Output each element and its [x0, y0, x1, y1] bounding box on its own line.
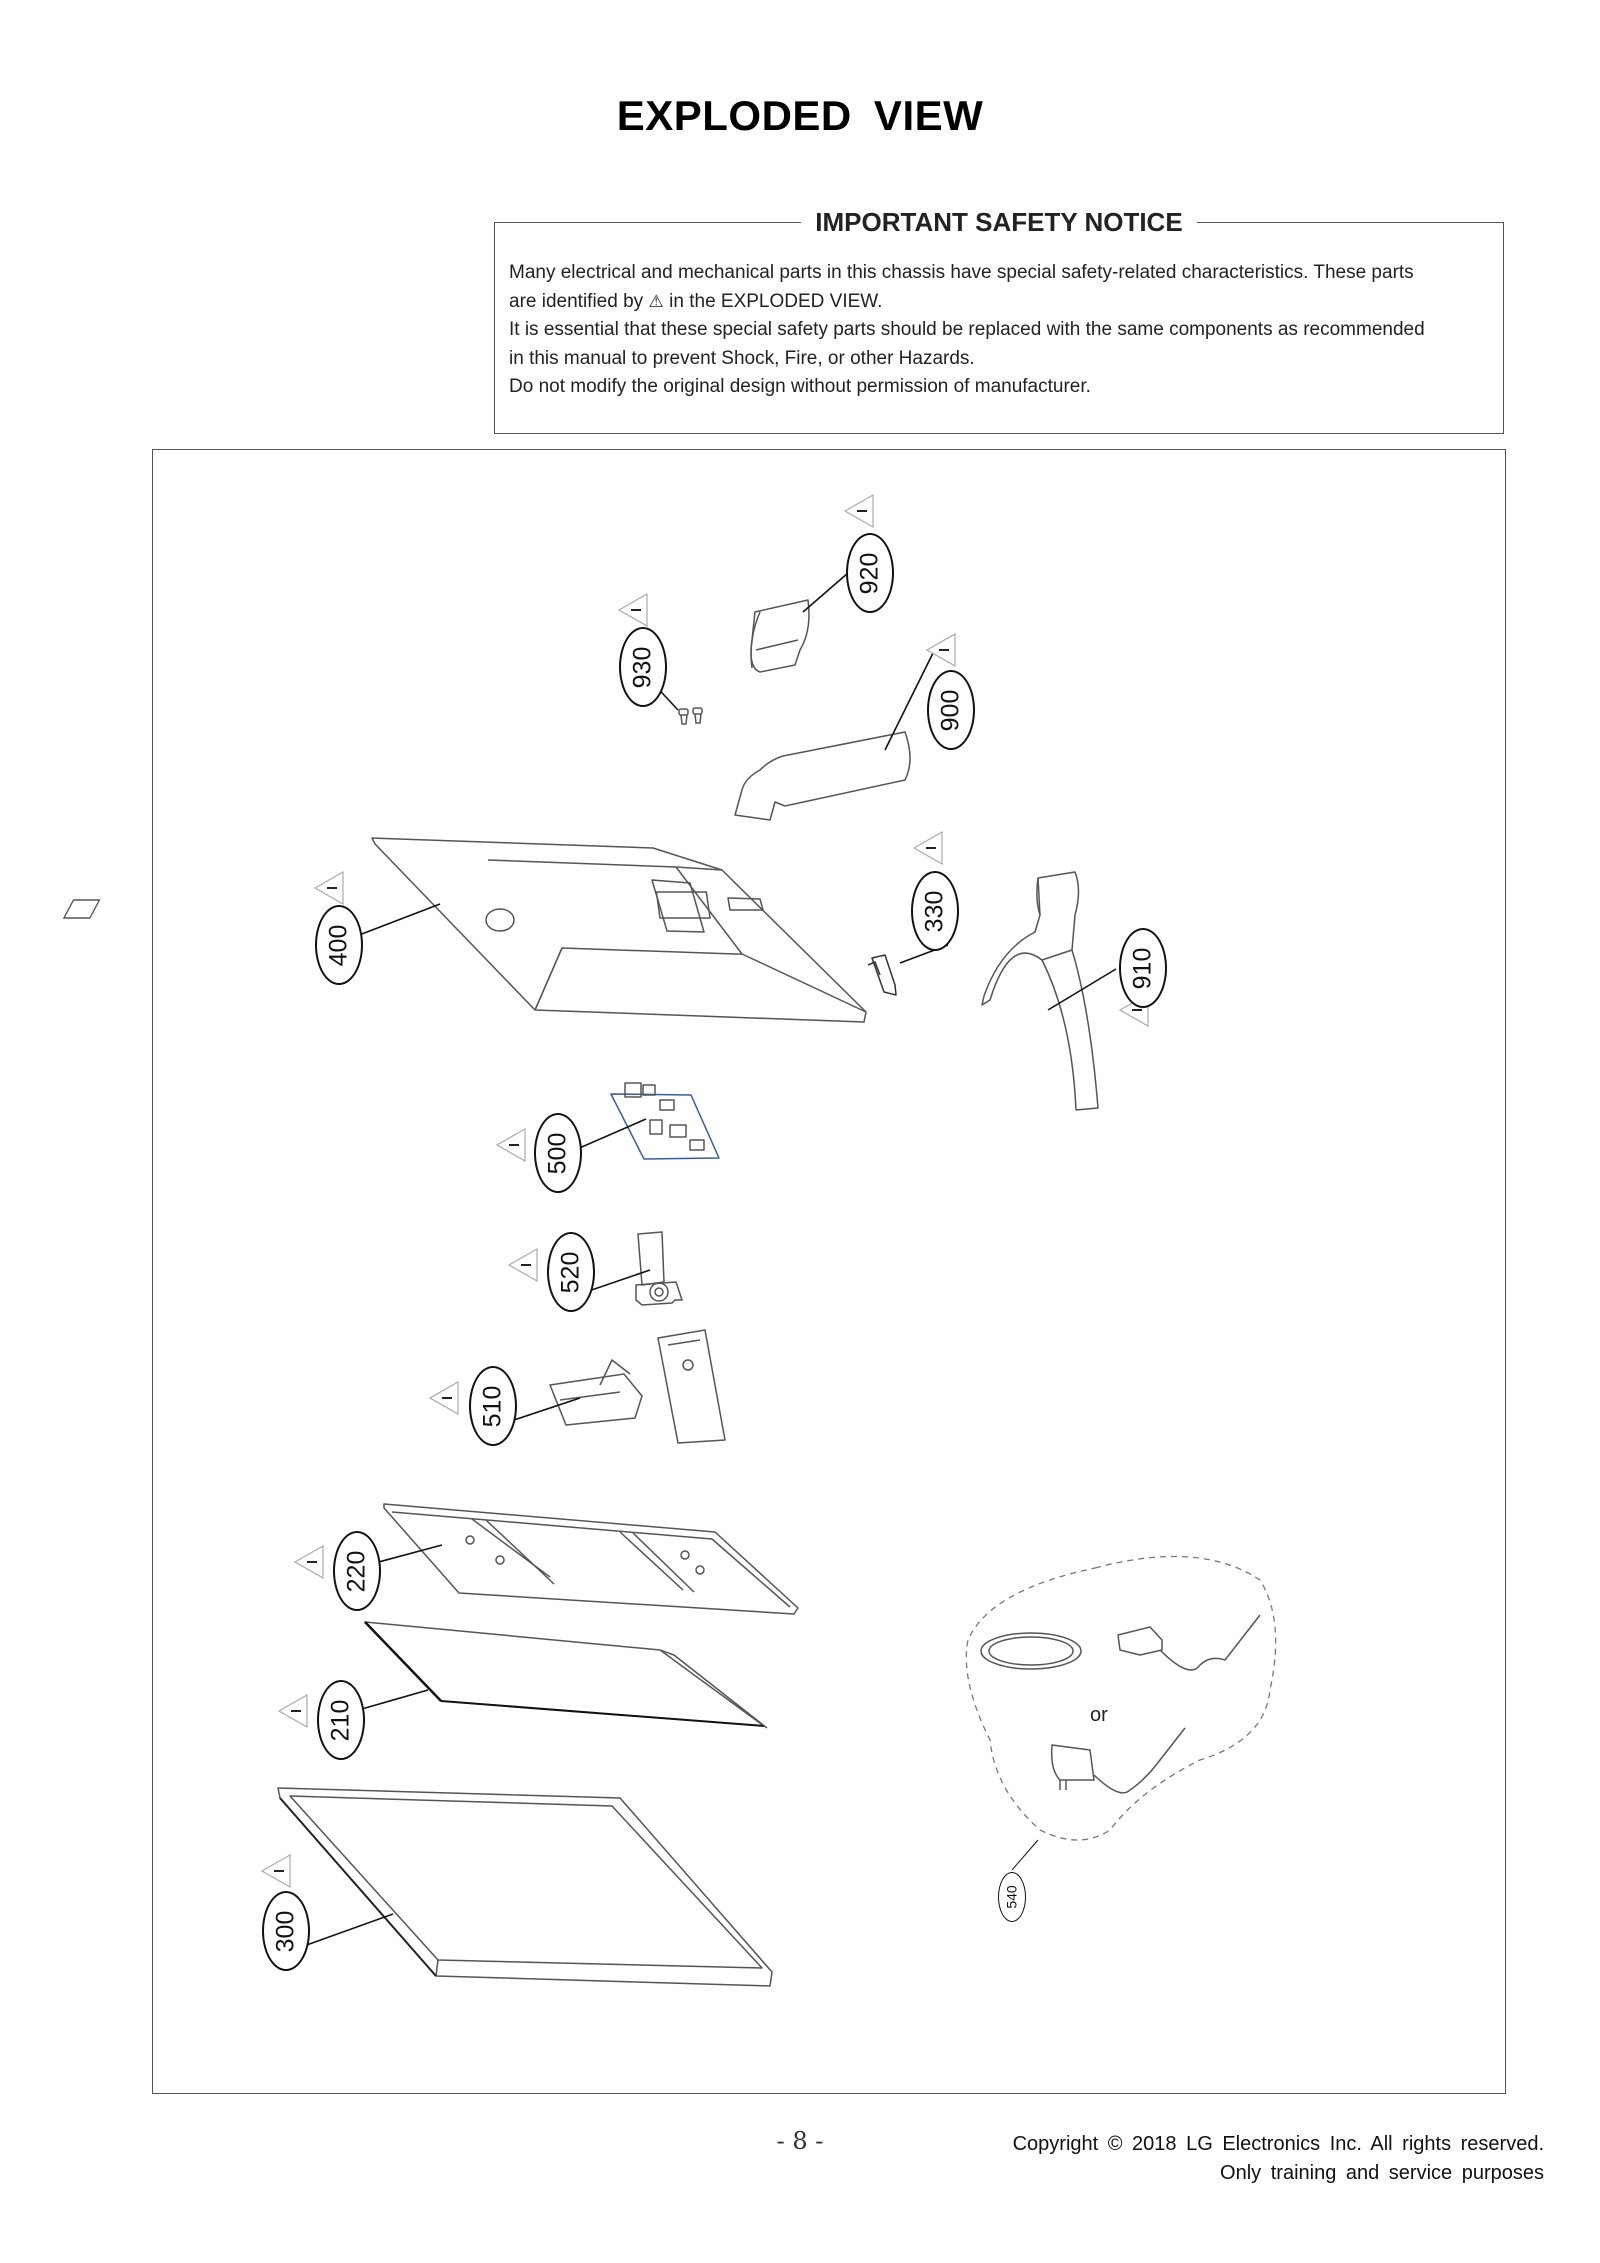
callout-920[interactable]: 920: [846, 533, 894, 613]
warning-triangle-icon-330: [912, 830, 943, 866]
callout-label: 900: [936, 689, 965, 731]
callout-label: 400: [324, 924, 353, 966]
part-220-drawing: [383, 1503, 799, 1615]
warning-triangle-icon-920: [843, 493, 874, 529]
callout-520[interactable]: 520: [547, 1232, 595, 1312]
callout-510[interactable]: 510: [469, 1366, 517, 1446]
part-910-drawing: [981, 871, 1099, 1111]
part-930-drawing: [678, 707, 703, 725]
copyright-line: Copyright © 2018 LG Electronics Inc. All…: [1012, 2133, 1544, 2155]
notice-line-2-before: are identified by: [509, 290, 644, 312]
callout-label: 510: [478, 1385, 507, 1427]
callout-500[interactable]: 500: [534, 1113, 582, 1193]
warning-triangle-icon-500: [495, 1127, 526, 1163]
part-520-drawing: [635, 1231, 683, 1306]
notice-line-5: Do not modify the original design withou…: [509, 376, 1091, 397]
notice-line-3: It is essential that these special safet…: [509, 319, 1425, 340]
callout-label: 330: [920, 890, 949, 932]
page-title: EXPLODED VIEW: [616, 92, 984, 139]
callout-label: 210: [326, 1699, 355, 1741]
exploded-diagram-frame: [152, 449, 1506, 2094]
callout-label: 220: [342, 1550, 371, 1592]
part-500-drawing: [610, 1082, 720, 1160]
warning-triangle-icon-520: [507, 1247, 538, 1283]
callout-900[interactable]: 900: [927, 670, 975, 750]
callout-label: 920: [855, 552, 884, 594]
part-510-drawing: [549, 1329, 726, 1444]
warning-triangle-icon-300: [260, 1853, 291, 1889]
part-900-drawing: [734, 731, 911, 821]
safety-notice-box: IMPORTANT SAFETY NOTICE Many electrical …: [494, 207, 1504, 434]
notice-line-4: in this manual to prevent Shock, Fire, o…: [509, 347, 975, 369]
safety-notice-title: IMPORTANT SAFETY NOTICE: [801, 207, 1197, 237]
notice-line-2: are identified by⚠in the EXPLODED VIEW.: [509, 288, 1489, 317]
callout-300[interactable]: 300: [262, 1891, 310, 1971]
notice-line-2-after: in the EXPLODED VIEW.: [669, 290, 883, 312]
callout-label: 300: [271, 1910, 300, 1952]
callout-930[interactable]: 930: [619, 627, 667, 707]
warning-triangle-icon-900: [925, 632, 956, 668]
part-920-drawing: [750, 599, 810, 673]
purpose-line: Only training and service purposes: [1220, 2162, 1544, 2184]
part-330-drawing: [867, 954, 897, 996]
page-number: - 8 -: [776, 2127, 824, 2155]
warning-triangle-icon-400: [313, 870, 344, 906]
alternative-or-label: or: [1090, 1704, 1108, 1726]
part-300-drawing: [277, 1787, 773, 1987]
notice-line-1: Many electrical and mechanical parts in …: [509, 262, 1414, 283]
warning-triangle-icon-510: [428, 1380, 459, 1416]
callout-540[interactable]: 540: [998, 1872, 1026, 1922]
callout-330[interactable]: 330: [911, 871, 959, 951]
callout-label: 910: [1128, 947, 1157, 989]
callout-400[interactable]: 400: [315, 905, 363, 985]
callout-label: 520: [556, 1251, 585, 1293]
part-210-drawing: [364, 1621, 768, 1729]
warning-triangle-icon: ⚠: [648, 291, 664, 311]
part-540-drawing: [965, 1555, 1277, 1871]
callout-label: 500: [543, 1132, 572, 1174]
callout-220[interactable]: 220: [333, 1531, 381, 1611]
callout-label: 930: [628, 646, 657, 688]
warning-triangle-icon-220: [293, 1544, 324, 1580]
warning-triangle-icon-210: [277, 1693, 308, 1729]
part-400-drawing: [63, 837, 867, 1023]
callout-210[interactable]: 210: [317, 1680, 365, 1760]
warning-triangle-icon-930: [617, 592, 648, 628]
footer-copyright: Copyright © 2018 LG Electronics Inc. All…: [1013, 2130, 1544, 2188]
callout-910[interactable]: 910: [1119, 928, 1167, 1008]
safety-notice-body: Many electrical and mechanical parts in …: [509, 259, 1489, 402]
leader-lines: [289, 572, 1117, 1952]
callout-label: 540: [1003, 1885, 1020, 1909]
safety-notice-title-wrap: IMPORTANT SAFETY NOTICE: [495, 207, 1503, 238]
